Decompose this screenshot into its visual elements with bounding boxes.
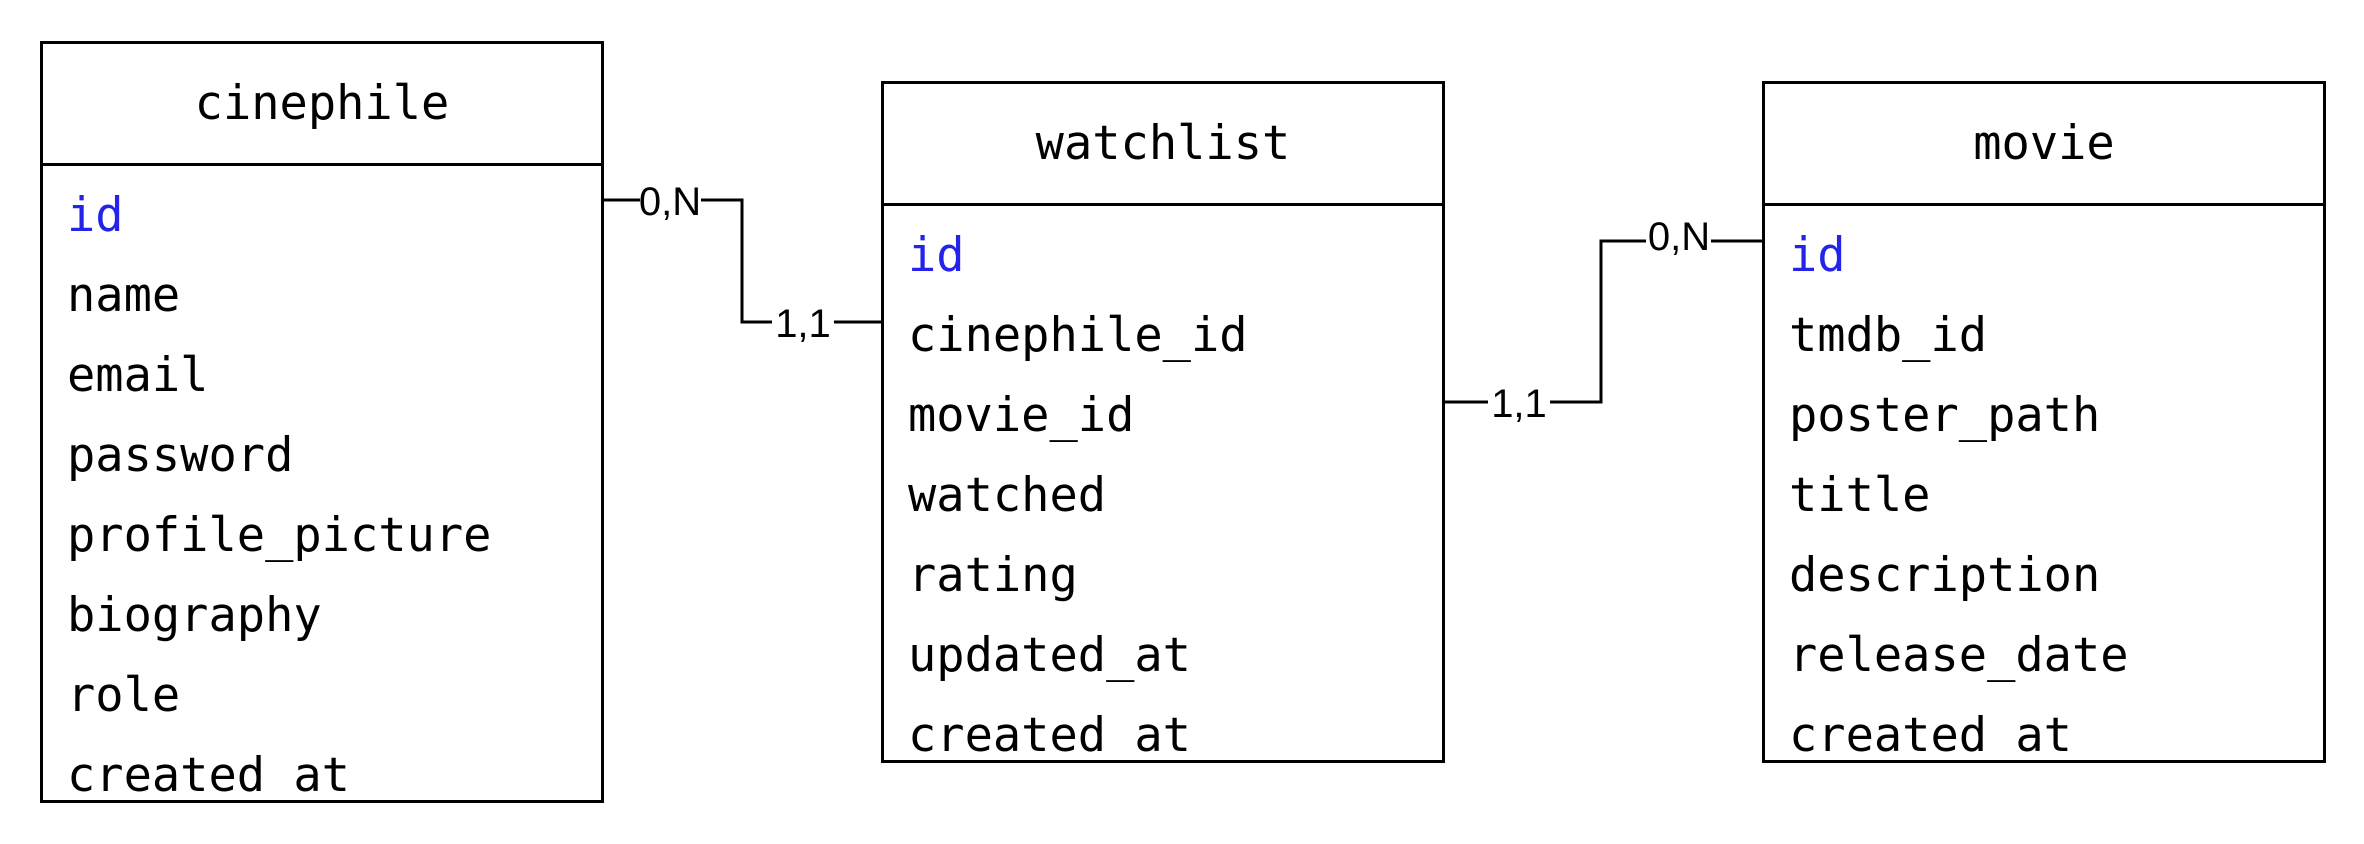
field-movie-poster-path: poster_path	[1789, 388, 2101, 443]
field-cinephile-id: id	[67, 188, 124, 243]
connector-line-movie-watchlist	[1445, 239, 1762, 404]
field-movie-release-date: release_date	[1789, 628, 2129, 683]
field-list-movie: id tmdb_id poster_path title description…	[1765, 206, 2323, 776]
field-list-cinephile: id name email password profile_picture b…	[43, 166, 601, 816]
relationship-cinephile-watchlist: 0,N 1,1	[604, 180, 881, 346]
field-watchlist-watched: watched	[908, 468, 1107, 523]
field-movie-tmdb-id: tmdb_id	[1789, 308, 1988, 363]
field-watchlist-updated-at: updated_at	[908, 628, 1191, 683]
connector-line-cinephile-watchlist	[604, 198, 881, 324]
field-cinephile-biography: biography	[67, 588, 322, 643]
entity-title-movie: movie	[1765, 84, 2323, 206]
relationship-movie-watchlist: 0,N 1,1	[1445, 215, 1762, 426]
field-watchlist-created-at: created_at	[908, 708, 1191, 763]
field-cinephile-role: role	[67, 668, 181, 723]
entity-title-watchlist: watchlist	[884, 84, 1442, 206]
field-movie-id: id	[1789, 228, 1846, 283]
field-cinephile-name: name	[67, 268, 181, 323]
field-list-watchlist: id cinephile_id movie_id watched rating …	[884, 206, 1442, 776]
entity-watchlist: watchlist id cinephile_id movie_id watch…	[881, 81, 1445, 763]
field-movie-title: title	[1789, 468, 1931, 523]
field-watchlist-id: id	[908, 228, 965, 283]
field-watchlist-cinephile-id: cinephile_id	[908, 308, 1248, 363]
cardinality-cinephile-side: 0,N	[639, 180, 701, 224]
field-cinephile-email: email	[67, 348, 209, 403]
field-watchlist-movie-id: movie_id	[908, 388, 1135, 443]
field-cinephile-created-at: created_at	[67, 748, 350, 803]
entity-cinephile: cinephile id name email password profile…	[40, 41, 604, 803]
field-movie-created-at: created_at	[1789, 708, 2072, 763]
field-cinephile-password: password	[67, 428, 294, 483]
cardinality-watchlist-side-cinephile: 1,1	[775, 302, 831, 346]
field-cinephile-profile-picture: profile_picture	[67, 508, 492, 563]
entity-title-cinephile: cinephile	[43, 44, 601, 166]
cardinality-movie-side: 0,N	[1648, 215, 1710, 259]
field-watchlist-rating: rating	[908, 548, 1078, 603]
entity-movie: movie id tmdb_id poster_path title descr…	[1762, 81, 2326, 763]
field-movie-description: description	[1789, 548, 2101, 603]
cardinality-watchlist-side-movie: 1,1	[1491, 382, 1547, 426]
